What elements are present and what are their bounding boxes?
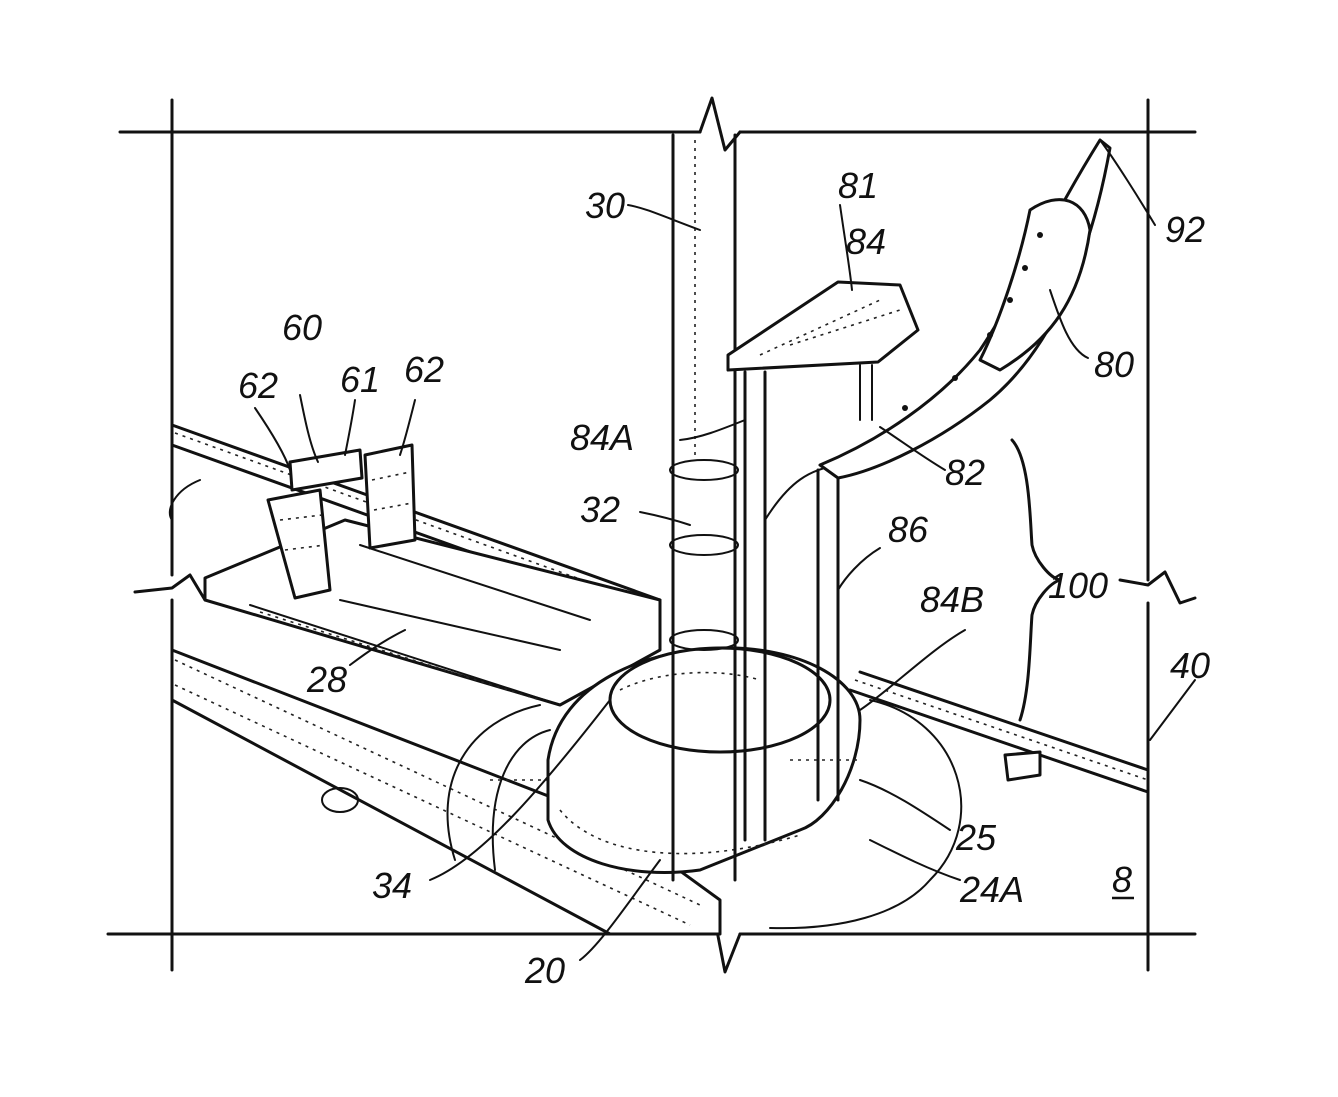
label-60: 60 — [282, 307, 322, 348]
label-82: 82 — [945, 452, 985, 493]
label-62-left: 62 — [238, 365, 278, 406]
label-32: 32 — [580, 489, 620, 530]
label-40: 40 — [1170, 645, 1210, 686]
label-84: 84 — [846, 221, 886, 262]
label-25: 25 — [955, 817, 997, 858]
label-84A: 84A — [570, 417, 634, 458]
label-28: 28 — [306, 659, 347, 700]
label-61: 61 — [340, 359, 380, 400]
label-100: 100 — [1048, 565, 1108, 606]
label-8: 8 — [1112, 859, 1132, 900]
label-30: 30 — [585, 185, 625, 226]
label-84B: 84B — [920, 579, 984, 620]
label-62-right: 62 — [404, 349, 444, 390]
label-34: 34 — [372, 865, 412, 906]
label-24A: 24A — [959, 869, 1024, 910]
label-81: 81 — [838, 165, 878, 206]
label-92: 92 — [1165, 209, 1205, 250]
box-40 — [1005, 752, 1040, 780]
label-80: 80 — [1094, 344, 1134, 385]
label-20: 20 — [524, 950, 565, 991]
carriage-platform — [205, 520, 660, 705]
label-86: 86 — [888, 509, 929, 550]
